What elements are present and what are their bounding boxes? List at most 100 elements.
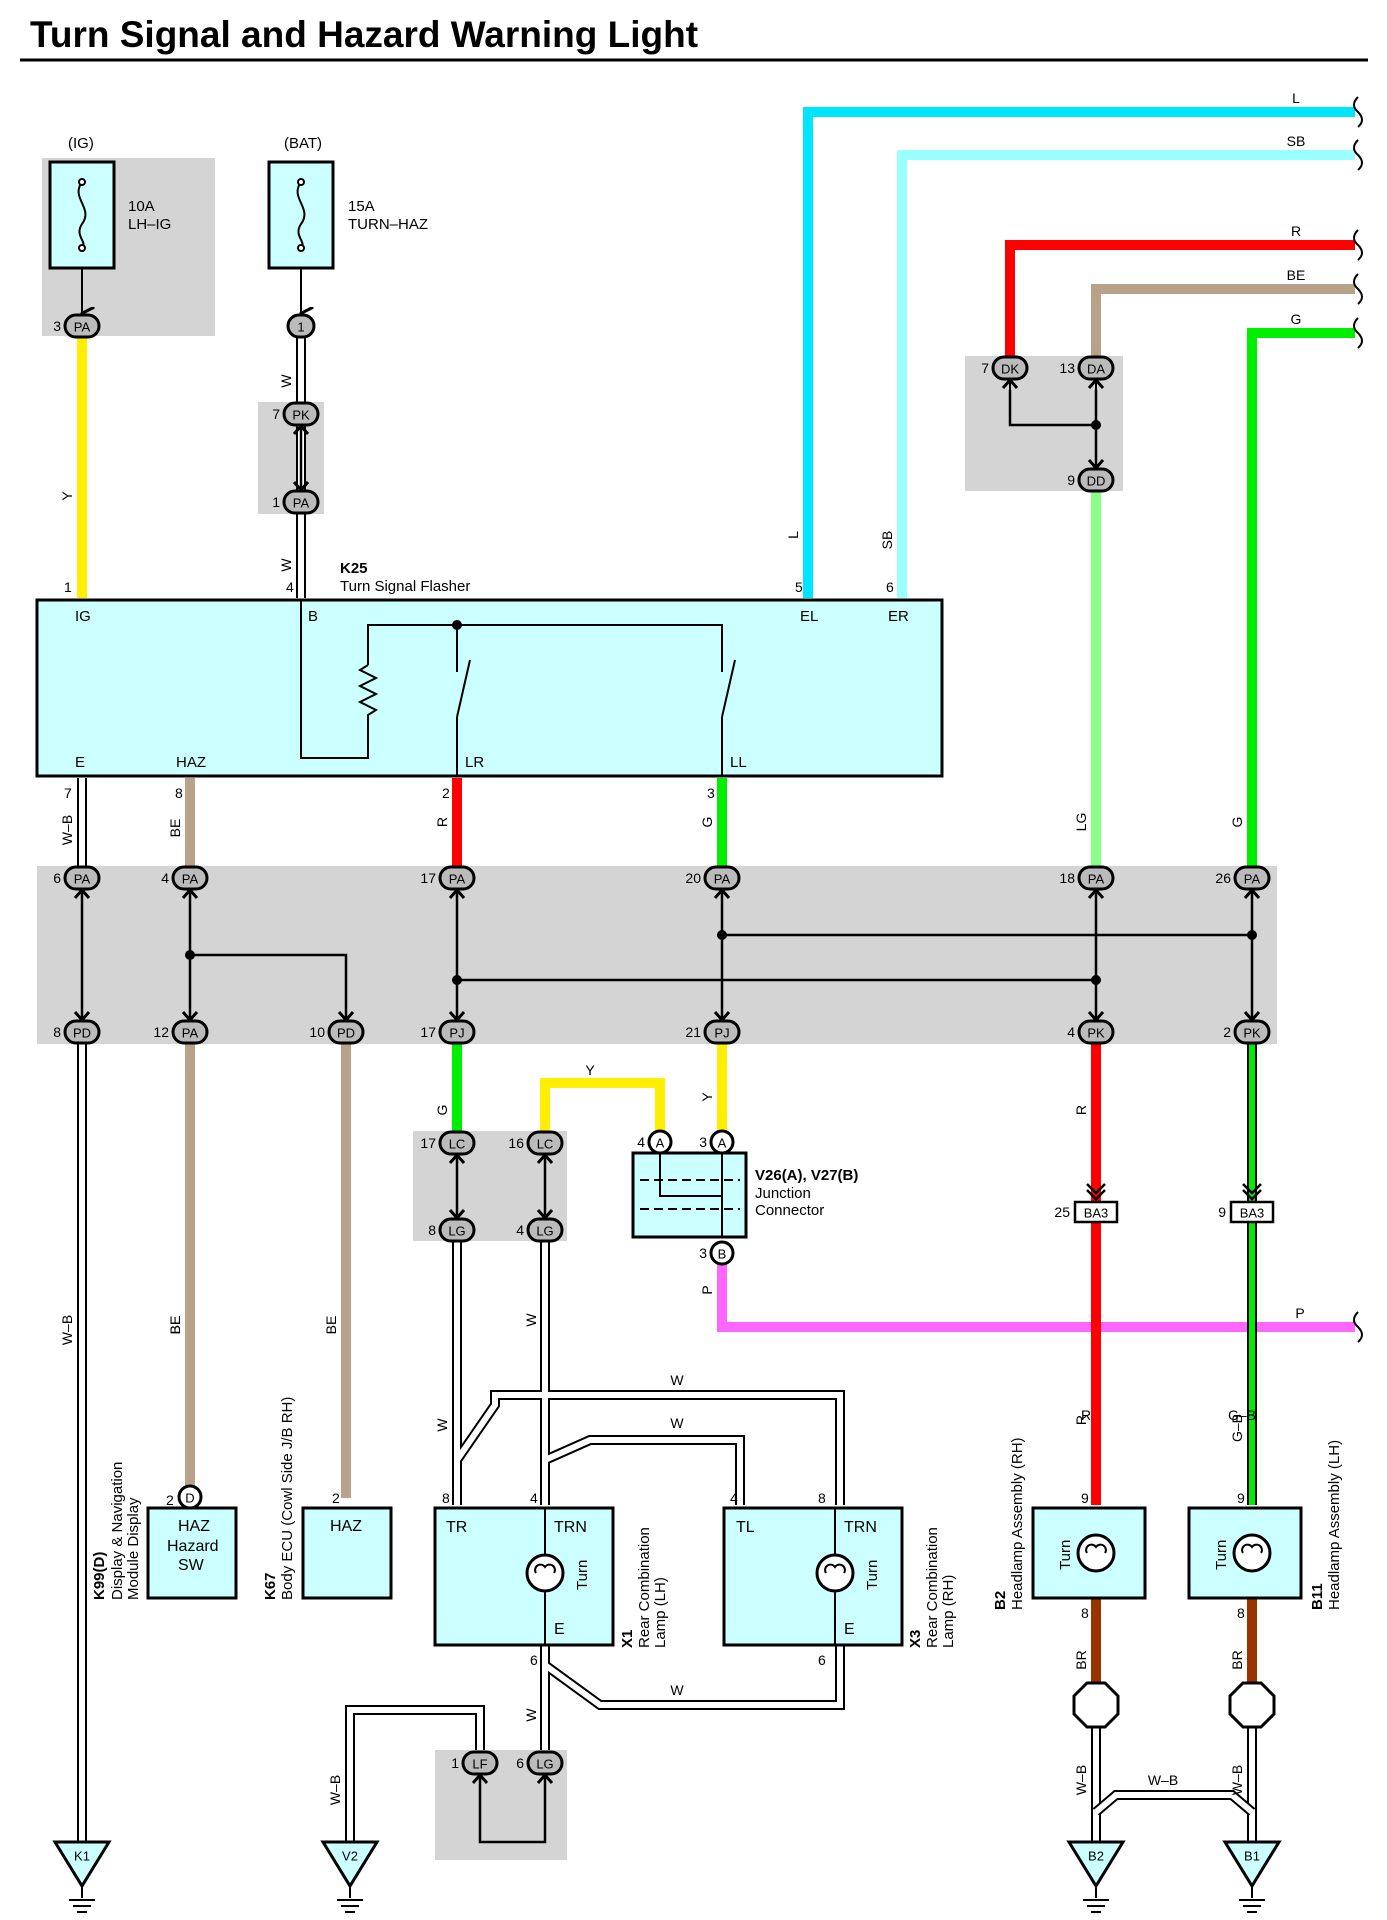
svg-text:3: 3 <box>699 1134 707 1150</box>
connector-pin: 4 <box>516 1222 524 1238</box>
connector-pin: 6 <box>53 870 61 886</box>
wire-color-label: BR <box>1073 1650 1089 1669</box>
x3-rear-combination-lamp-rh: TL TRN E Turn X3 Rear Combination Lamp (… <box>722 1506 957 1648</box>
svg-text:2: 2 <box>166 1492 174 1508</box>
connector-pin: 16 <box>508 1135 524 1151</box>
connector-pin: 17 <box>420 870 436 886</box>
wire-l <box>803 107 1355 598</box>
wire-color-label: G–B <box>1228 1407 1256 1423</box>
svg-text:D: D <box>185 1491 194 1506</box>
svg-text:TR: TR <box>446 1519 467 1536</box>
component-pins: 2 2 8 4 6 4 8 6 9 8 9 8 <box>166 1490 1245 1668</box>
connector-pill: LC 16 <box>508 1130 564 1173</box>
wire-color-label: BE <box>167 1316 183 1335</box>
wire-color-label: W–B <box>59 1315 75 1345</box>
connector-pill: PK7 <box>272 401 320 444</box>
svg-text:V26(A), V27(B): V26(A), V27(B) <box>755 1167 858 1184</box>
svg-text:Turn: Turn <box>1057 1540 1074 1570</box>
ground-icon: K1 <box>52 1840 112 1913</box>
svg-text:X1: X1 <box>619 1630 636 1648</box>
svg-text:2: 2 <box>442 785 450 801</box>
connector-pill: PK4 <box>1067 1002 1115 1045</box>
svg-text:LL: LL <box>730 754 747 771</box>
connector-code: LG <box>448 1224 465 1239</box>
wire-color-label: G–B <box>1229 1414 1245 1442</box>
svg-text:BA3: BA3 <box>1240 1206 1265 1221</box>
svg-text:6: 6 <box>818 1652 826 1668</box>
wire-color-label: W–B <box>1073 1765 1089 1795</box>
ground-label: V2 <box>342 1849 358 1864</box>
wire-color-label: P <box>699 1285 715 1294</box>
svg-text:(BAT): (BAT) <box>284 135 322 152</box>
junction-connector: V26(A), V27(B) Junction Connector <box>631 1151 858 1239</box>
svg-text:3: 3 <box>699 1245 707 1261</box>
svg-text:HAZ: HAZ <box>330 1518 362 1535</box>
svg-text:LH–IG: LH–IG <box>128 216 171 233</box>
connector-pin: 4 <box>161 870 169 886</box>
svg-text:(IG): (IG) <box>68 135 94 152</box>
connector-pin: 8 <box>53 1024 61 1040</box>
connector-code: DD <box>1087 474 1106 489</box>
svg-text:5: 5 <box>795 579 803 595</box>
svg-text:Body ECU (Cowl Side J/B RH): Body ECU (Cowl Side J/B RH) <box>279 1397 296 1600</box>
wire-color-label: W–B <box>327 1775 343 1805</box>
wire-color-label: Y <box>59 491 75 501</box>
svg-text:A: A <box>718 1136 727 1151</box>
wire-r-top <box>1005 240 1355 356</box>
wire-color-label: W–B <box>59 815 75 845</box>
connector-pill: 1 <box>286 313 316 339</box>
wire-color-label: BR <box>1229 1650 1245 1669</box>
connector-code: PA <box>293 496 310 511</box>
connector-code: PD <box>73 1026 91 1041</box>
wire-y-loop <box>540 1078 665 1131</box>
wire-color-label: R <box>1073 1105 1089 1115</box>
svg-text:E: E <box>554 1621 565 1638</box>
svg-text:B11: B11 <box>1309 1583 1326 1610</box>
svg-text:B: B <box>718 1247 727 1262</box>
connector-pin: 10 <box>309 1024 325 1040</box>
svg-text:BA3: BA3 <box>1084 1206 1109 1221</box>
svg-text:9: 9 <box>1218 1204 1226 1220</box>
connector-pill: PD 8 <box>53 1002 101 1045</box>
connector-pin: 17 <box>420 1135 436 1151</box>
b2-headlamp-assembly-rh: Turn B2 Headlamp Assembly (RH) <box>992 1437 1147 1610</box>
svg-text:IG: IG <box>75 608 91 625</box>
wire-color-label: G <box>1291 311 1302 327</box>
svg-text:Turn: Turn <box>1213 1540 1230 1570</box>
svg-text:Connector: Connector <box>755 1202 824 1219</box>
connector-code: PJ <box>714 1026 729 1041</box>
circle-connector: A4 <box>637 1129 673 1155</box>
svg-text:B: B <box>308 608 318 625</box>
flasher-box <box>35 598 944 778</box>
bat-fuse: (BAT) 15A TURN–HAZ <box>267 135 428 314</box>
svg-text:4: 4 <box>530 1490 538 1506</box>
wire-color-label: SB <box>1287 133 1306 149</box>
connector-code: DK <box>1001 362 1019 377</box>
wire-color-label: LG <box>1073 813 1089 832</box>
b11-headlamp-assembly-lh: Turn B11 Headlamp Assembly (LH) <box>1187 1440 1343 1610</box>
wire-color-label: G <box>1229 817 1245 828</box>
fuse-icon <box>77 181 87 249</box>
wire-color-label: Y <box>699 1092 715 1102</box>
svg-text:8: 8 <box>818 1490 826 1506</box>
bulb-icon <box>815 1553 855 1593</box>
connector-pin: 13 <box>1059 360 1075 376</box>
connector-pin: 1 <box>451 1755 459 1771</box>
connector-code: LC <box>537 1137 554 1152</box>
svg-text:K25: K25 <box>340 560 368 577</box>
wire-color-label: BE <box>1287 267 1306 283</box>
k67-body-ecu: HAZ K67 Body ECU (Cowl Side J/B RH) <box>262 1397 393 1600</box>
svg-text:B2: B2 <box>992 1591 1009 1610</box>
svg-text:A: A <box>656 1136 665 1151</box>
ground-label: B1 <box>1244 1849 1260 1864</box>
ground-icon: V2 <box>320 1840 380 1913</box>
wire-color-label: W <box>523 1708 539 1722</box>
svg-text:TURN–HAZ: TURN–HAZ <box>348 216 428 233</box>
svg-text:4: 4 <box>730 1490 738 1506</box>
svg-text:9: 9 <box>1081 1490 1089 1506</box>
connector-pill: LG6 <box>516 1750 564 1793</box>
